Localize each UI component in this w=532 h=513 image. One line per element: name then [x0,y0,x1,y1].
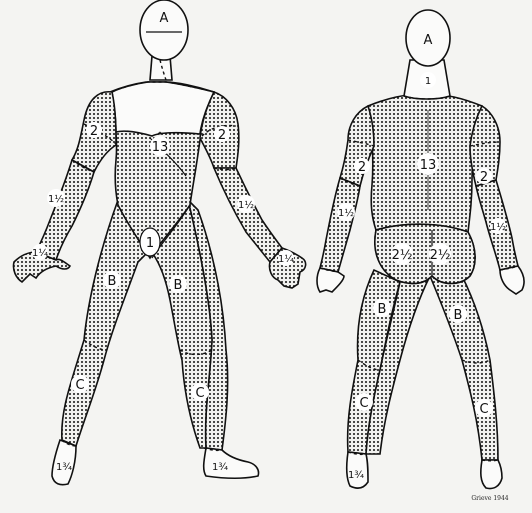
back-leg-left-label: C [359,396,368,411]
front-hand-left-label: 1¼ [32,247,48,259]
back-forearm-right-label: 1½ [490,221,506,233]
front-upper-arm-left-label: 2 [90,124,98,139]
front-forearm-right-label: 1½ [238,199,254,211]
back-upper-arm-right-label: 2 [480,170,488,185]
front-left-forearm [36,160,94,260]
back-right-hand [500,266,524,294]
front-figure: A 13 ^ 2 2 1½ 1½ 1¼ 1¼ 1 B B C C 1¾ 1¾ [13,0,305,485]
front-right-forearm [214,168,282,262]
front-head-label: A [160,11,169,26]
front-upper-arm-right-label: 2 [218,128,226,143]
front-leg-right-label: C [195,386,204,401]
back-foot-left-label: 1¾ [348,470,364,481]
front-foot-left-label: 1¾ [56,462,72,473]
back-forearm-left-label: 1½ [338,207,354,219]
back-thigh-right-label: B [454,308,463,323]
front-genital-label: 1 [146,236,154,251]
back-figure: A 1 13 2 2 1½ 1½ 2½ 2½ B B C C 1¾ Grieve… [317,10,524,502]
front-head [140,0,188,60]
front-torso-caret: ^ [156,131,164,142]
back-buttocks [375,224,475,283]
front-thigh-left-label: B [108,274,117,289]
artist-signature: Grieve 1944 [471,495,508,502]
back-torso-label: 13 [420,158,437,173]
front-hand-right-label: 1¼ [278,253,294,265]
back-right-ankle-boundary [482,460,498,461]
back-left-hand [317,268,344,292]
back-leg-right-label: C [479,402,488,417]
back-neck-label: 1 [425,76,431,87]
back-right-foot [481,460,502,489]
back-buttock-left-label: 2½ [392,248,413,263]
back-thigh-left-label: B [378,302,387,317]
back-buttock-right-label: 2½ [430,248,451,263]
back-head-label: A [424,33,433,48]
back-right-leg [430,276,498,460]
front-forearm-left-label: 1½ [48,193,64,205]
front-foot-right-label: 1¾ [212,462,228,473]
front-torso-label: 13 [152,140,169,155]
front-leg-left-label: C [75,378,84,393]
front-thigh-right-label: B [174,278,183,293]
back-left-forearm [320,178,360,272]
front-chest-plain [112,82,214,136]
back-upper-arm-left-label: 2 [358,160,366,175]
